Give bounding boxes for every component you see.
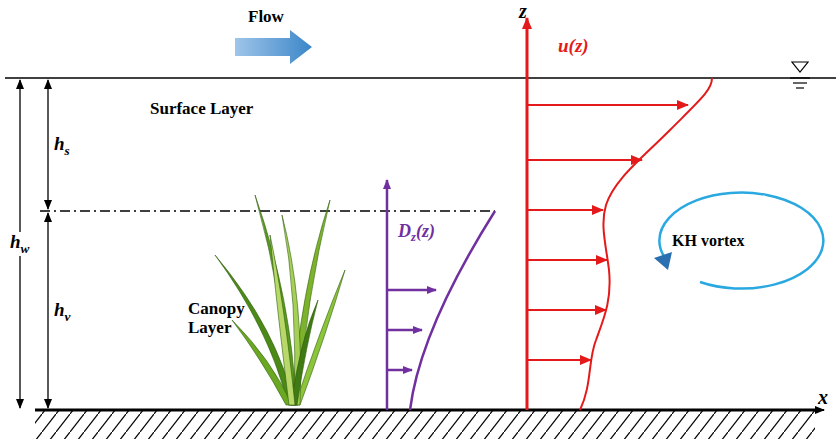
- layer-label: Canopy Layer: [188, 300, 248, 337]
- dimension-label: hs: [54, 134, 70, 158]
- vortex-label: KH vortex: [672, 232, 744, 250]
- velocity-label: u(z): [558, 36, 589, 57]
- dimension-label: hv: [54, 300, 70, 324]
- layer-label: Surface Layer: [150, 100, 253, 119]
- axis-label: z: [519, 0, 527, 22]
- flow-label: Flow: [248, 8, 284, 27]
- dimension-label: hw: [8, 232, 31, 256]
- profile-label: Dz(z): [398, 222, 435, 245]
- axis-label: x: [818, 386, 828, 408]
